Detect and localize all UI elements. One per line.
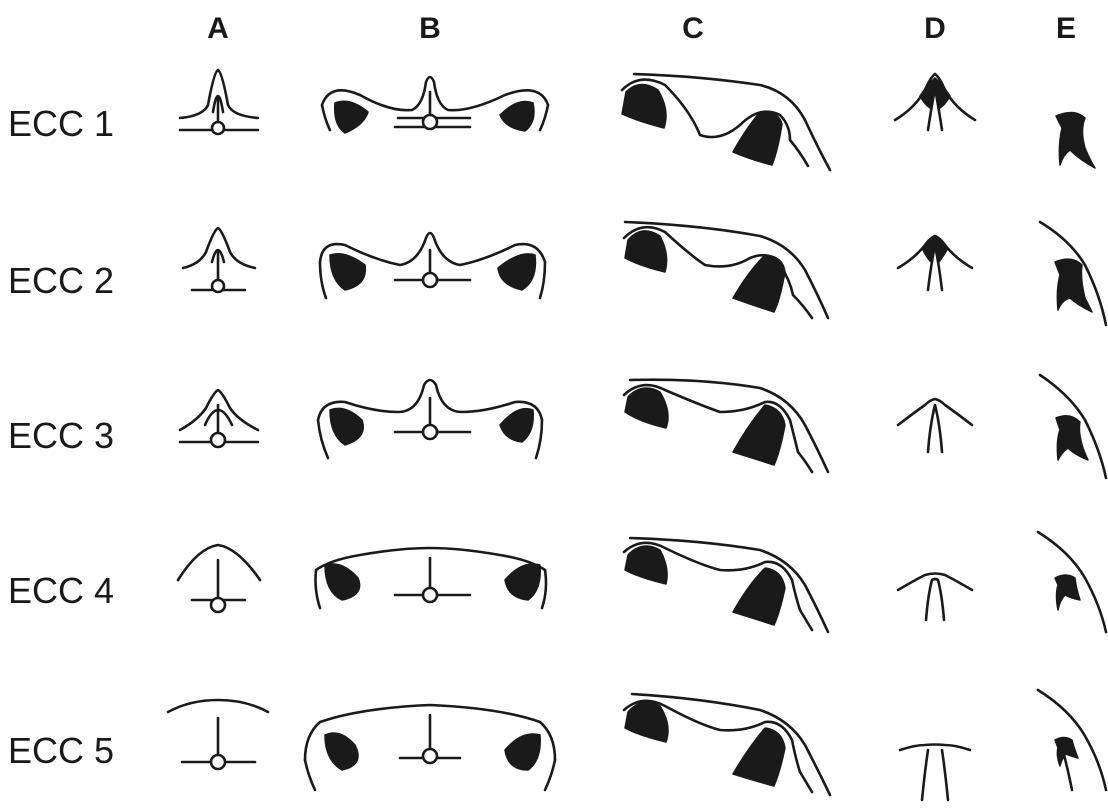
ecc2-c-lateral-view [624, 222, 828, 318]
ecc1-e-mass [1056, 112, 1095, 168]
ecc3-a-neural-plate [180, 390, 258, 447]
ecc5-e-mass [1038, 690, 1106, 790]
ecc1-a-neural-plate [180, 70, 258, 134]
ecc4-c-lateral-view [624, 538, 828, 632]
ecc4-a-neural-plate [178, 545, 260, 612]
ecc3-c-lateral-view [624, 380, 828, 472]
ecc1-c-lateral-view [622, 74, 830, 170]
ecc5-a-neural-plate [168, 700, 268, 769]
ecc3-b-transverse-section [318, 380, 542, 458]
ecc1-row [180, 70, 1095, 170]
ecc2-b-transverse-section [320, 233, 545, 298]
ecc2-d-neural-fold [898, 236, 972, 290]
ecc4-b-transverse-section [316, 548, 547, 608]
ecc2-row [183, 222, 1106, 325]
ecc2-a-neural-plate [183, 228, 255, 292]
ecc3-d-neural-fold [898, 399, 972, 452]
ecc4-e-mass [1038, 532, 1106, 632]
ecc1-d-neural-fold [895, 74, 975, 130]
ecc4-row [178, 532, 1106, 632]
ecc3-row [180, 375, 1106, 478]
ecc4-d-neural-fold [898, 574, 972, 621]
ecc5-d-neural-fold [900, 745, 970, 801]
ecc3-e-mass [1040, 375, 1106, 478]
ecc5-b-transverse-section [305, 705, 555, 790]
ecc5-c-lateral-view [624, 694, 830, 795]
ecc5-row [168, 690, 1106, 800]
ecc1-b-transverse-section [322, 77, 548, 133]
ecc2-e-mass [1040, 222, 1106, 325]
